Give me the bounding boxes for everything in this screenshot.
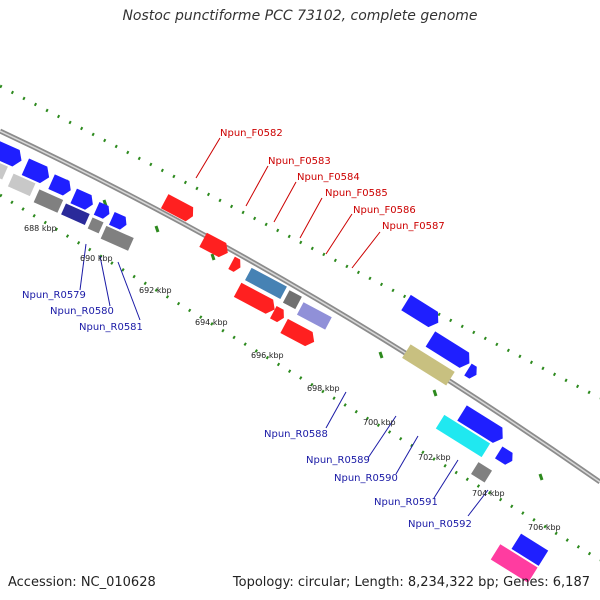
leader-line (395, 435, 419, 475)
gene-reverse[interactable] (401, 294, 443, 330)
tick-label: 704 kbp (472, 489, 505, 498)
outer-dotted-track (0, 84, 600, 400)
tick-label: 688 kbp (24, 224, 57, 233)
tick-mark (154, 225, 160, 233)
gene-label-reverse[interactable]: Npun_R0581 (79, 322, 143, 333)
tick-label: 700 kbp (363, 418, 396, 427)
gene-forward[interactable] (233, 282, 279, 317)
leader-line (299, 197, 323, 239)
gene-forward[interactable] (280, 318, 318, 349)
gene-reverse[interactable] (70, 188, 96, 212)
inner-dotted-track (0, 193, 600, 562)
gene-gray[interactable] (100, 225, 134, 251)
gene-gray[interactable] (33, 189, 64, 213)
tick-label: 702 kbp (418, 453, 451, 462)
genome-backbone-highlight (0, 130, 600, 483)
topology-text: Topology: circular; Length: 8,234,322 bp… (232, 575, 590, 590)
map-title: Nostoc punctiforme PCC 73102, complete g… (122, 8, 478, 24)
gene-reverse[interactable] (108, 212, 129, 231)
leader-line (79, 243, 87, 291)
gene-label-reverse[interactable]: Npun_R0592 (408, 519, 472, 530)
gene-label-reverse[interactable]: Npun_R0590 (334, 473, 398, 484)
gene-reverse[interactable] (93, 201, 112, 220)
gene-reverse[interactable] (464, 363, 480, 381)
gene-label-forward[interactable]: Npun_F0585 (325, 188, 388, 199)
gene-reverse[interactable] (425, 331, 475, 371)
gene-label-forward[interactable]: Npun_F0583 (268, 156, 331, 167)
leader-line (325, 213, 353, 255)
gene-label-reverse[interactable]: Npun_R0580 (50, 306, 114, 317)
tick-label: 696 kbp (251, 351, 284, 360)
gene-gray[interactable] (471, 462, 493, 483)
tick-label: 692 kbp (139, 286, 172, 295)
tick-label: 690 kbp (80, 254, 113, 263)
gene-forward[interactable] (199, 232, 231, 260)
gene-label-reverse[interactable]: Npun_R0588 (264, 429, 328, 440)
leader-line (245, 165, 269, 207)
gene-reverse[interactable] (0, 140, 25, 169)
tick-mark (378, 351, 384, 359)
gene-reverse[interactable] (457, 405, 507, 446)
gene-forward[interactable] (160, 194, 197, 223)
gene-reverse[interactable] (494, 446, 516, 466)
gene-reverse[interactable] (48, 174, 74, 197)
leader-line (367, 415, 397, 459)
leader-line (351, 231, 381, 269)
gene-lavender[interactable] (61, 203, 90, 225)
leader-line (467, 489, 489, 517)
gene-lavender[interactable] (296, 302, 332, 330)
tick-label: 698 kbp (307, 384, 340, 393)
gene-cyan[interactable] (435, 414, 491, 458)
tick-mark (210, 253, 216, 261)
leader-line (117, 261, 141, 321)
gene-label-reverse[interactable]: Npun_R0579 (22, 290, 86, 301)
gene-label-reverse[interactable]: Npun_R0591 (374, 497, 438, 508)
tick-label: 694 kbp (195, 318, 228, 327)
accession-text: Accession: NC_010628 (8, 575, 156, 590)
gene-forward[interactable] (270, 306, 287, 324)
gene-pink[interactable] (490, 544, 538, 583)
leader-line (99, 255, 111, 307)
gene-light-gray[interactable] (0, 159, 8, 180)
gene-label-forward[interactable]: Npun_F0582 (220, 128, 283, 139)
gene-gray[interactable] (87, 217, 104, 234)
gene-reverse[interactable] (21, 158, 53, 186)
gene-label-forward[interactable]: Npun_F0586 (353, 205, 416, 216)
leader-line (433, 459, 459, 499)
gene-label-reverse[interactable]: Npun_R0589 (306, 455, 370, 466)
gene-forward[interactable] (228, 256, 243, 274)
leader-line (273, 181, 297, 223)
gene-gray[interactable] (282, 290, 302, 310)
gene-label-forward[interactable]: Npun_F0587 (382, 221, 445, 232)
gene-khaki[interactable] (402, 344, 455, 386)
gene-reverse[interactable] (511, 533, 549, 566)
tick-mark (432, 389, 438, 397)
leader-line (325, 391, 347, 429)
leader-line (195, 137, 221, 179)
gene-steelblue[interactable] (245, 267, 287, 299)
tick-mark (538, 473, 544, 481)
gene-light-gray[interactable] (7, 173, 36, 197)
gene-label-forward[interactable]: Npun_F0584 (297, 172, 360, 183)
tick-label: 706 kbp (528, 523, 561, 532)
